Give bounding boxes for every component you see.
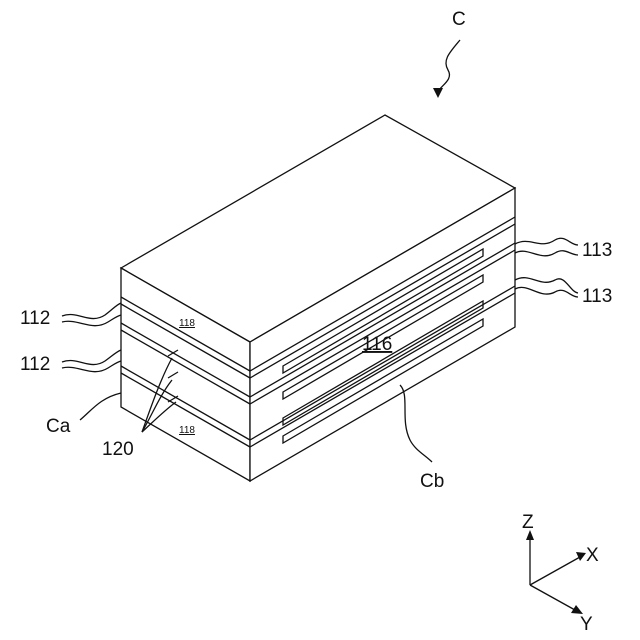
label-112-upper: 112 [20,308,50,329]
label-112-lower: 112 [20,354,50,375]
label-118-upper: 118 [179,318,195,329]
label-cb: Cb [420,471,444,492]
label-c: C [452,9,466,30]
label-118-lower: 118 [179,425,195,436]
axis-z-label: Z [522,512,534,533]
label-116: 116 [362,334,392,355]
x-arrow-head [576,552,586,561]
axis-x-label: X [586,545,599,566]
axis-triad [526,530,586,614]
label-113-upper: 113 [582,240,612,261]
arrow-c-head [433,88,443,98]
label-120: 120 [102,439,134,460]
label-113-lower: 113 [582,286,612,307]
label-ca: Ca [46,416,71,437]
axis-y-label: Y [580,614,593,635]
